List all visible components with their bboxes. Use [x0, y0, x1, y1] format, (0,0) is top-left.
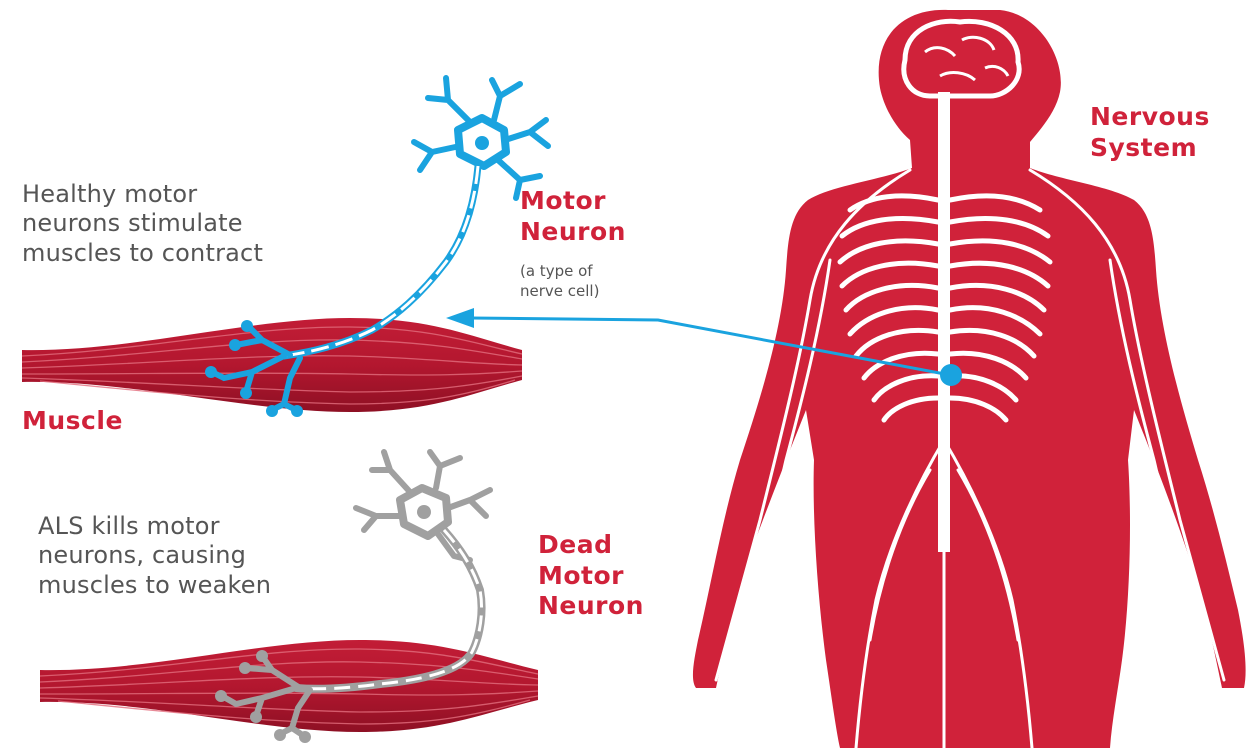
- healthy-nucleus: [475, 136, 489, 150]
- healthy-neuron-caption: Healthy motor neurons stimulate muscles …: [22, 180, 263, 268]
- muscle-label: Muscle: [22, 406, 123, 437]
- dead-motor-neuron-title: Dead Motor Neuron: [538, 530, 644, 622]
- als-caption: ALS kills motor neurons, causing muscles…: [38, 512, 271, 600]
- motor-neuron-note: (a type of nerve cell): [520, 262, 599, 301]
- muscle-lower: [40, 640, 538, 732]
- dead-nucleus: [417, 505, 431, 519]
- nervous-system-title: Nervous System: [1090, 102, 1210, 163]
- healthy-motor-neuron: [284, 78, 548, 356]
- motor-neuron-title: Motor Neuron: [520, 186, 626, 247]
